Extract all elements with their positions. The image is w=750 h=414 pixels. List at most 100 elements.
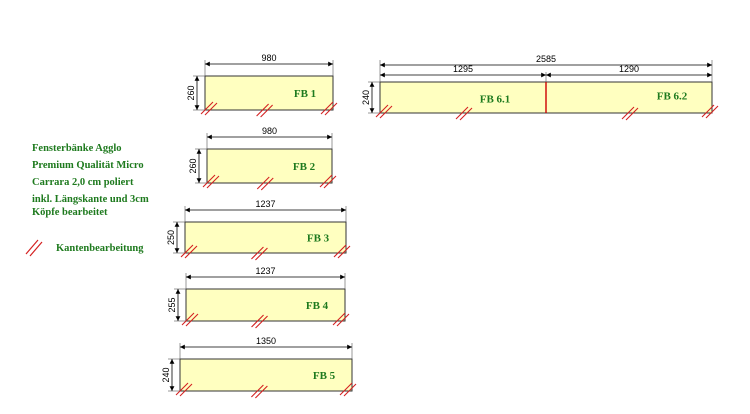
edge-mark-stroke [255, 315, 268, 329]
width-dimension: 1237 [186, 266, 345, 280]
dimension-label: 980 [261, 53, 276, 63]
edge-mark-stroke [251, 384, 264, 398]
edge-mark-stroke [459, 107, 473, 121]
note-line: Carrara 2,0 cm poliert [32, 177, 134, 188]
panel-label: FB 4 [306, 300, 329, 312]
edge-mark-stroke [255, 385, 268, 399]
edge-mark-stroke [255, 247, 268, 261]
edge-mark-stroke [256, 176, 270, 190]
edge-mark-icon [333, 244, 351, 259]
edge-mark-icon [621, 106, 639, 121]
edge-mark-stroke [185, 313, 199, 327]
width-dimension: 1290 [546, 64, 712, 78]
edge-mark-icon [256, 176, 274, 191]
panel-rect [185, 288, 346, 322]
edge-mark-stroke [339, 382, 353, 396]
dimension-label: 1350 [256, 336, 276, 346]
edge-mark-icon [375, 104, 393, 119]
legend-label: Kantenbearbeitung [56, 243, 144, 254]
dimension-label: 260 [188, 158, 198, 173]
dimension-label: 1295 [453, 64, 473, 74]
edge-mark-stroke [343, 383, 357, 397]
depth-dimension: 260 [188, 149, 202, 183]
edge-mark-icon [455, 106, 473, 121]
edge-mark-stroke [202, 174, 216, 188]
edge-mark-stroke [323, 175, 337, 189]
width-dimension: 1350 [180, 336, 352, 350]
depth-dimension: 250 [166, 222, 180, 253]
dimension-label: 2585 [536, 54, 556, 64]
panel-label: FB 3 [307, 233, 330, 245]
edge-mark-stroke [206, 175, 220, 189]
dimension-label: 1237 [255, 199, 275, 209]
note-line: Fensterbänke Agglo [32, 143, 122, 154]
notes-block: Fensterbänke Agglo Premium Qualität Micr… [32, 143, 149, 218]
edge-mark-icon [175, 382, 193, 397]
edge-mark-stroke [180, 244, 194, 258]
edge-mark-stroke [455, 106, 469, 120]
edge-mark-stroke [260, 177, 274, 191]
section-label: FB 6.1 [480, 94, 511, 106]
edge-mark-icon [319, 174, 337, 189]
panel-label: FB 2 [293, 161, 316, 173]
depth-dimension: 240 [361, 82, 375, 113]
panel-fb6: 2585 1295 1290 240 FB 6.1 FB 6.2 [361, 54, 719, 121]
edge-mark-stroke [179, 383, 193, 397]
edge-mark-stroke [204, 102, 218, 116]
edge-mark-icon [701, 104, 719, 119]
edge-mark-stroke [181, 312, 195, 326]
width-dimension: 1295 [380, 64, 546, 78]
edge-mark-stroke [175, 382, 189, 396]
edge-mark-stroke [256, 103, 269, 117]
edge-mark-stroke [336, 313, 350, 327]
edge-mark-stroke [324, 102, 338, 116]
edge-mark-stroke [333, 244, 347, 258]
legend: Kantenbearbeitung [25, 239, 144, 257]
section-label: FB 6.2 [657, 91, 688, 103]
edge-mark-icon [180, 244, 198, 259]
note-line: Köpfe bearbeitet [32, 207, 108, 218]
dimension-label: 980 [262, 126, 277, 136]
depth-dimension: 255 [167, 289, 181, 321]
edge-mark-stroke [701, 104, 715, 118]
dimension-label: 240 [361, 90, 371, 105]
panel-rect [184, 221, 347, 254]
depth-dimension: 240 [161, 359, 175, 391]
note-line: Premium Qualität Micro [32, 160, 144, 171]
edge-mark-stroke [184, 245, 198, 259]
edge-mark-icon [256, 103, 273, 118]
edge-mark-stroke [625, 107, 639, 121]
edge-mark-icon [181, 312, 199, 327]
edge-mark-icon [25, 239, 43, 257]
edge-mark-icon [320, 101, 338, 116]
panel-rect [204, 75, 334, 111]
edge-mark-stroke [705, 105, 719, 119]
edge-mark-stroke [332, 312, 346, 326]
edge-mark-stroke [200, 101, 214, 115]
width-dimension: 2585 [380, 54, 712, 68]
edge-mark-stroke [379, 105, 393, 119]
edge-mark-icon [251, 384, 268, 399]
dimension-label: 260 [186, 85, 196, 100]
dimension-label: 1290 [619, 64, 639, 74]
panel-rect [179, 358, 353, 392]
dimension-label: 240 [161, 367, 171, 382]
edge-mark-stroke [621, 106, 635, 120]
edge-mark-icon [251, 246, 268, 261]
panel-fb3: 1237 250 FB 3 [166, 199, 351, 261]
depth-dimension: 260 [186, 76, 200, 110]
panel-label: FB 5 [313, 370, 336, 382]
edge-mark-stroke [251, 314, 264, 328]
edge-mark-icon [339, 382, 357, 397]
edge-mark-stroke [337, 245, 351, 259]
width-dimension: 980 [205, 53, 333, 67]
edge-mark-icon [251, 314, 268, 329]
panel-fb5: 1350 240 FB 5 [161, 336, 357, 399]
width-dimension: 1237 [185, 199, 346, 213]
edge-mark-stroke [319, 174, 333, 188]
edge-mark-stroke [375, 104, 389, 118]
edge-mark-icon [200, 101, 218, 116]
